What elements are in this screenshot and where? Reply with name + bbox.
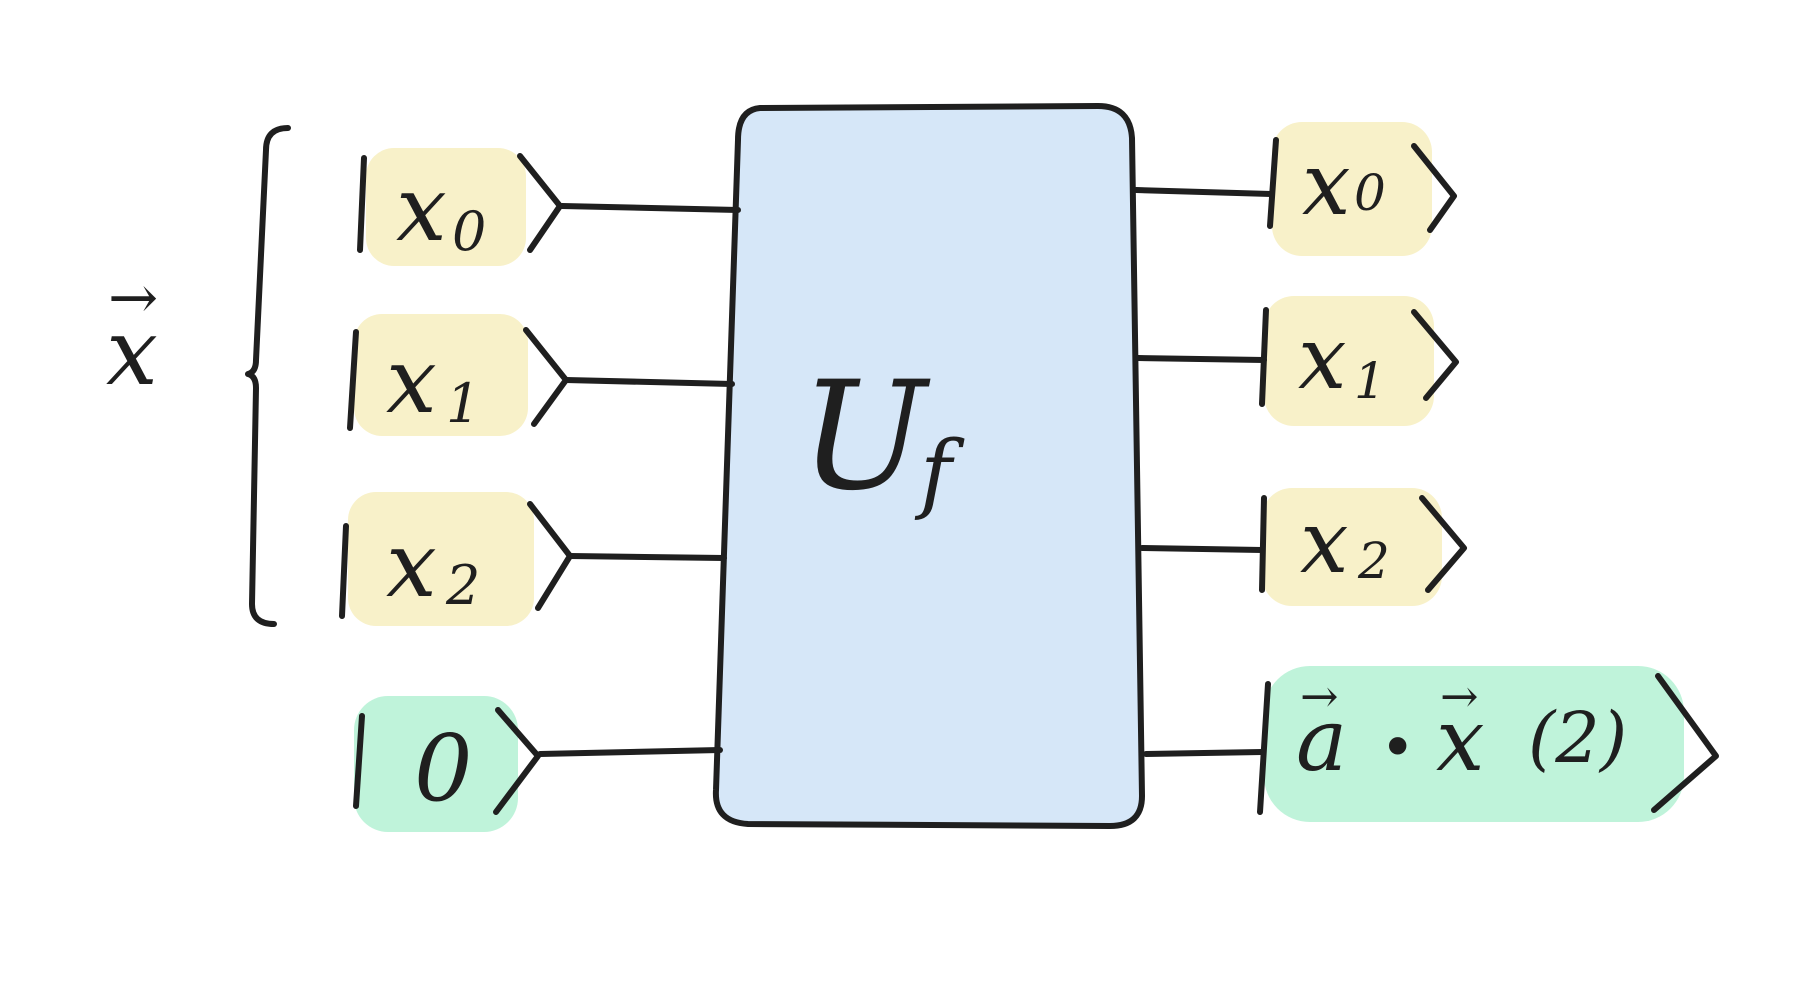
output-ket-x2: x 2 xyxy=(1139,488,1467,606)
output-ket-x0: x 0 xyxy=(1133,122,1457,256)
ket-subscript: 2 xyxy=(1357,532,1390,590)
input-ket-x2: x 2 xyxy=(339,492,727,626)
input-ket-x1: x 1 xyxy=(347,314,735,436)
input-ket-x0: x 0 xyxy=(357,148,741,266)
ket-subscript: 1 xyxy=(446,372,480,435)
ket-bar xyxy=(339,523,349,619)
ket-subscript: 0 xyxy=(1354,164,1386,222)
ancilla-input-ket: 0 xyxy=(353,696,723,832)
modulo-label: (2) xyxy=(1528,697,1627,779)
ket-bar xyxy=(1259,307,1269,407)
ket-angle xyxy=(527,501,573,611)
input-highlight xyxy=(354,314,528,436)
ket-angle xyxy=(1411,143,1457,233)
wire xyxy=(1143,749,1265,757)
wire xyxy=(567,553,727,561)
ancilla-highlight xyxy=(354,696,518,832)
ket-angle xyxy=(1651,673,1719,813)
register-brace xyxy=(245,125,291,627)
vector-a-arrow: → xyxy=(1300,669,1339,723)
output-highlight xyxy=(1272,122,1432,256)
ancilla-highlight xyxy=(1264,666,1684,822)
dot-operator: • xyxy=(1380,713,1415,783)
wire xyxy=(1139,545,1265,553)
wire xyxy=(559,203,741,213)
ket-bar xyxy=(353,713,365,809)
wire xyxy=(1135,355,1267,363)
ket-bar xyxy=(1257,681,1271,815)
ket-label: x xyxy=(1300,493,1349,593)
vector-x-arrow: → xyxy=(1440,669,1479,723)
ket-label: x xyxy=(396,157,447,262)
vector-x: x xyxy=(1436,691,1485,791)
ket-angle xyxy=(523,327,569,427)
ket-subscript: 1 xyxy=(1354,352,1386,410)
ket-subscript: 2 xyxy=(445,554,480,617)
wire xyxy=(537,747,723,757)
ket-label: x xyxy=(1298,309,1347,409)
output-ket-x1: x 1 xyxy=(1135,296,1459,426)
ket-subscript: 0 xyxy=(452,200,486,263)
ket-bar xyxy=(1267,137,1279,229)
ket-angle xyxy=(1419,495,1467,593)
wire xyxy=(1133,187,1275,197)
output-highlight xyxy=(1264,296,1434,426)
register-label: x xyxy=(106,299,158,406)
ket-angle xyxy=(1411,309,1459,401)
gate-label: U xyxy=(800,350,931,524)
ket-label: x xyxy=(386,329,437,434)
register-arrow: → xyxy=(108,263,158,333)
output-highlight xyxy=(1262,488,1442,606)
ket-label: x xyxy=(1302,135,1351,235)
gate-box xyxy=(712,103,1145,829)
ket-label: x xyxy=(386,513,437,618)
input-highlight xyxy=(366,148,526,266)
ket-bar xyxy=(1259,495,1267,593)
ket-bar xyxy=(347,329,359,431)
vector-a: a xyxy=(1296,691,1347,791)
wire xyxy=(563,377,735,387)
ket-label: 0 xyxy=(414,715,473,822)
ancilla-output-ket: a → • x → (2) xyxy=(1143,666,1719,822)
input-highlight xyxy=(348,492,534,626)
ket-bar xyxy=(357,155,367,253)
